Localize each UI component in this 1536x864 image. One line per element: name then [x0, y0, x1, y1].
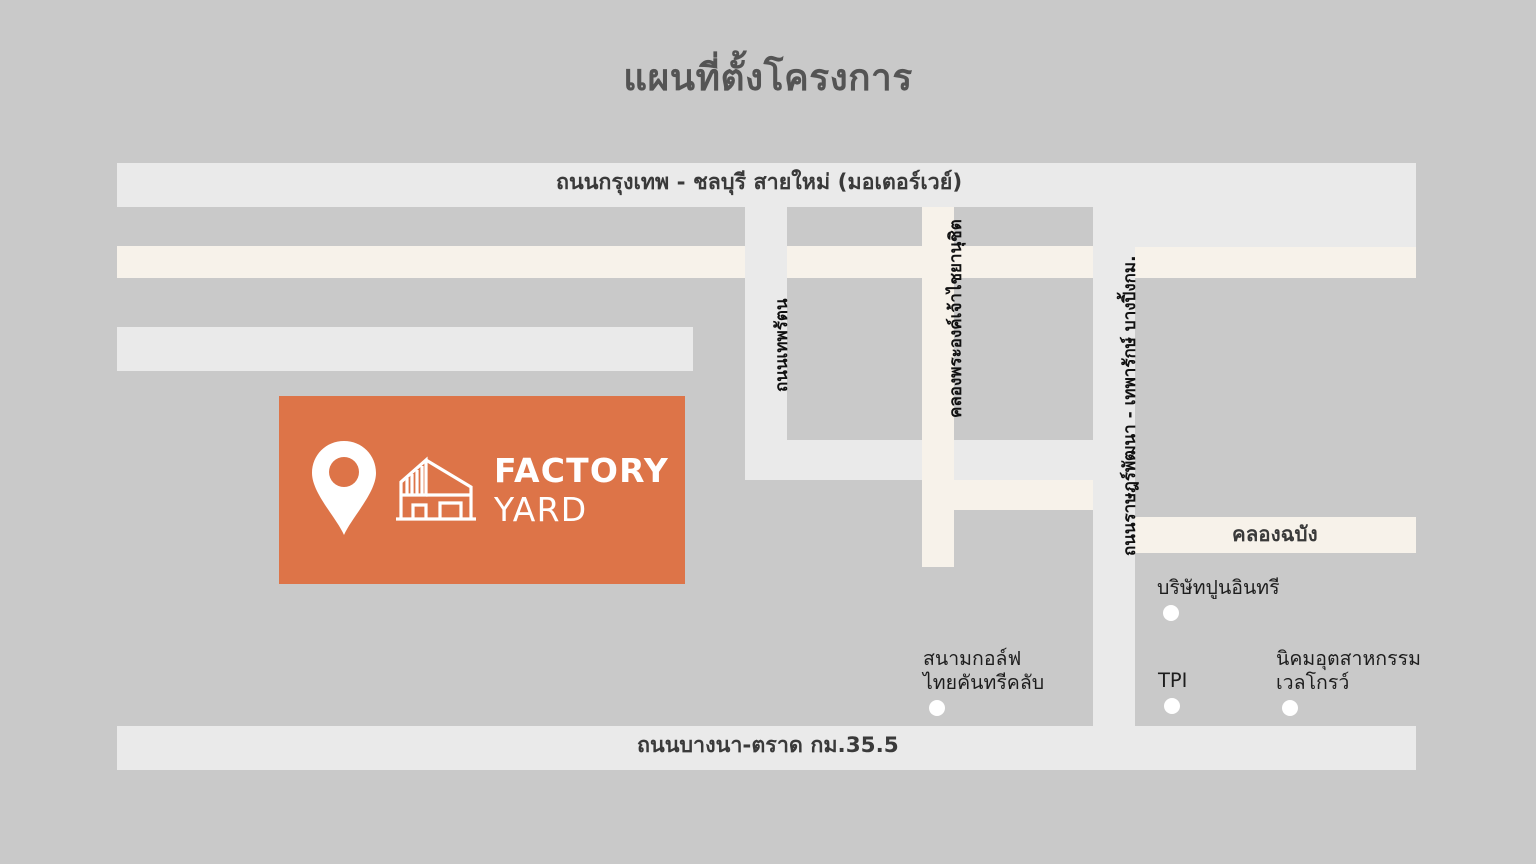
road-vertical-connector-right [1128, 207, 1416, 247]
poi-label: TPI [1158, 669, 1188, 692]
poi-label: นิคมอุตสาหกรรม เวลโกรว์ [1276, 647, 1421, 694]
poi-wellgrow-industrial-estate: นิคมอุตสาหกรรม เวลโกรว์ [1276, 647, 1421, 716]
poi-dot-icon [1282, 699, 1298, 716]
canal-vertical-phraongchao [922, 207, 954, 567]
poi-label: บริษัทปูนอินทรี [1157, 576, 1280, 599]
canal-strip-mid-lower [925, 480, 1125, 510]
road-vertical-thepharak [1093, 207, 1135, 747]
road-label-khlong-chabang: คลองฉบัง [1232, 522, 1318, 546]
road-label-theprat: ถนนเทพรัตน [772, 298, 792, 392]
poi-dot-icon [929, 699, 945, 716]
logo-word-factory: FACTORY [494, 451, 669, 490]
canal-khlong-chabang [1128, 517, 1416, 553]
page-title: แผนที่ตั้งโครงการ [623, 56, 913, 99]
factory-yard-logo-card: FACTORY YARD [279, 396, 685, 584]
poi-tpi: TPI [1158, 669, 1187, 714]
poi-dot-icon [1164, 697, 1180, 714]
poi-dot-icon [1163, 604, 1179, 621]
factory-building-icon [395, 453, 477, 527]
logo-wordmark: FACTORY YARD [494, 454, 669, 526]
poi-label: สนามกอล์ฟ ไทยคันทรีคลับ [923, 647, 1045, 694]
road-label-thepharak: ถนนราษฎร์พัฒนา - เทพารักษ์ บางปิ้งกม. [1120, 255, 1140, 556]
road-bangna-trad [117, 726, 1416, 770]
road-label-motorway: ถนนกรุงเทพ - ชลบุรี สายใหม่ (มอเตอร์เวย์… [556, 170, 963, 195]
logo-word-yard: YARD [494, 490, 588, 529]
road-motorway-horizontal [117, 163, 1416, 207]
poi-insee-cement: บริษัทปูนอินทรี [1157, 576, 1280, 621]
road-label-bangna-trad: ถนนบางนา-ตราด กม.35.5 [637, 733, 899, 758]
road-horizontal-mid-band [745, 440, 1095, 480]
poi-golf-course: สนามกอล์ฟ ไทยคันทรีคลับ [923, 647, 1044, 716]
map-pin-icon [310, 439, 378, 541]
road-horizontal-left-lower [117, 327, 693, 371]
road-vertical-theprat [745, 207, 787, 480]
road-label-phraongchao: คลองพระองค์เจ้าไชยานุชิต [946, 219, 966, 418]
